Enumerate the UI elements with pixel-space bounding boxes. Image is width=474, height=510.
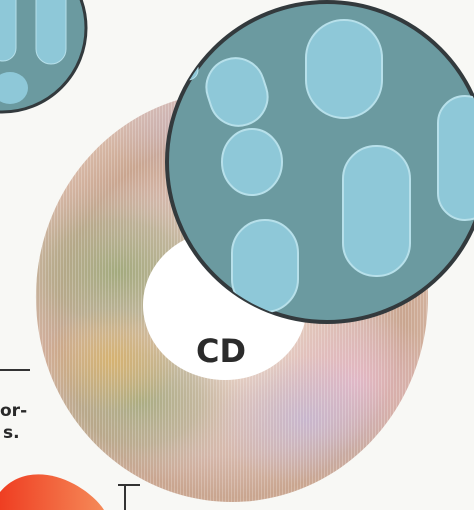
upper-left-magnifier xyxy=(0,0,86,112)
cd-surface-magnifier xyxy=(167,2,474,322)
cd-label: CD xyxy=(196,332,246,370)
cropped-text-line-1: or- xyxy=(0,401,27,421)
cropped-text-line-2: s. xyxy=(3,423,20,443)
orange-blob xyxy=(0,474,104,510)
